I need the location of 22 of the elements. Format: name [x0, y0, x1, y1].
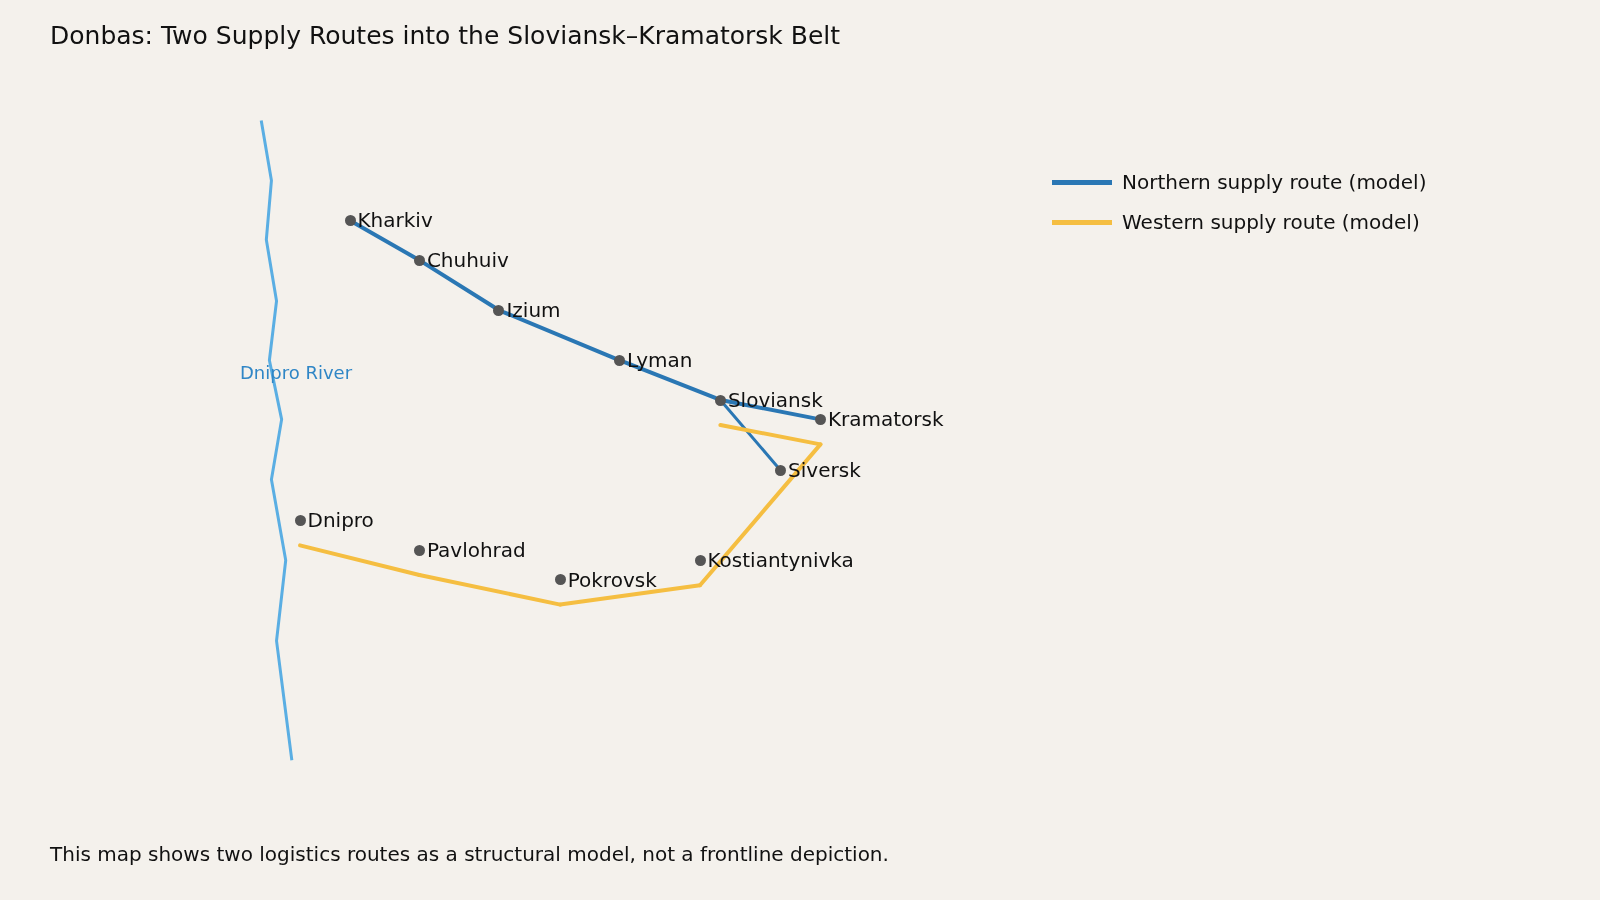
legend-label: Northern supply route (model) — [1122, 170, 1427, 194]
route-line — [417, 573, 563, 607]
caption: This map shows two logistics routes as a structural model, not a frontline depiction. — [50, 842, 889, 866]
route-line — [558, 583, 702, 607]
city-label: Kharkiv — [357, 209, 433, 232]
city-label: Pavlohrad — [426, 539, 526, 561]
city-label: Dnipro — [307, 509, 374, 532]
route-line — [718, 423, 823, 447]
legend-label: Western supply route (model) — [1122, 210, 1420, 234]
route-line — [502, 310, 617, 361]
route-line — [352, 221, 417, 260]
route-line — [622, 360, 718, 400]
route-line — [422, 261, 497, 310]
city-label: Lyman — [626, 349, 693, 372]
city-label: Chuhuiv — [426, 249, 509, 272]
city-label: Izium — [506, 299, 561, 322]
city-label: Sloviansk — [727, 389, 823, 411]
city-label: Kramatorsk — [827, 408, 944, 431]
route-line — [723, 399, 817, 421]
route-line — [722, 402, 779, 468]
map-title: Donbas: Two Supply Routes into the Sloviansk–Kramatorsk Belt — [50, 21, 841, 50]
city-label: Pokrovsk — [567, 568, 657, 591]
